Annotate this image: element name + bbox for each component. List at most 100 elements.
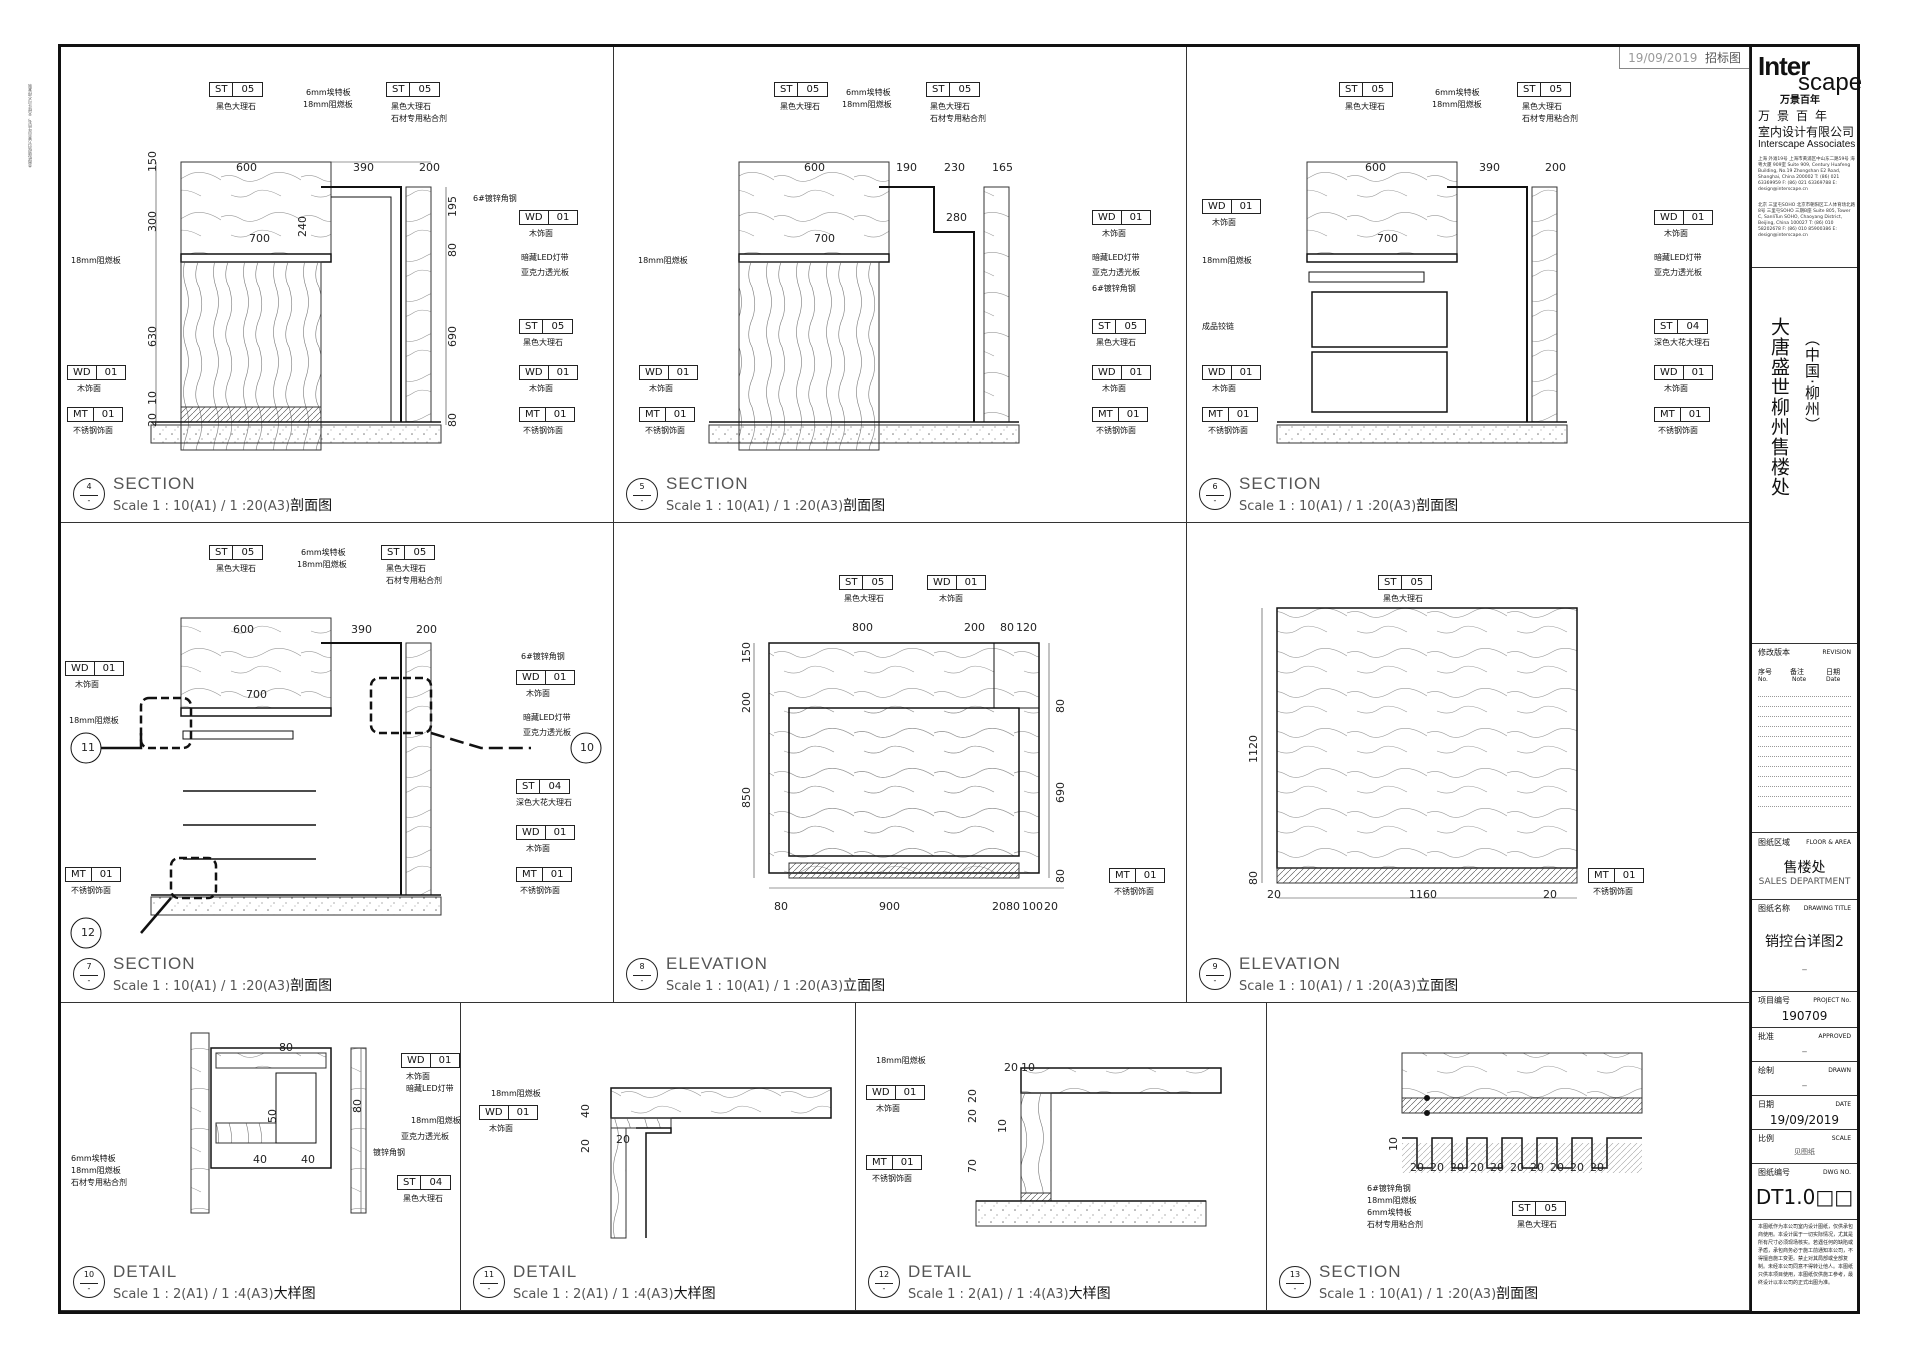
note-glue: 石材专用粘合剂 [386,576,442,585]
elevation-9-drawing [1261,607,1578,899]
callout-10[interactable]: 10 [580,741,594,754]
note-18mm: 18mm阻燃板 [297,560,347,569]
dim-b20: 20 [992,900,1006,913]
dim-600: 600 [804,161,825,174]
dim-v240: 240 [296,216,309,237]
dim-v850: 850 [740,787,753,808]
dim-b900: 900 [879,900,900,913]
dim-200: 200 [419,161,440,174]
dim-200: 200 [416,623,437,636]
dim-800: 800 [852,621,873,634]
dim-v195: 195 [446,196,459,217]
note-led: 暗藏LED灯带 [1092,253,1140,262]
dim-b1160: 1160 [1409,888,1437,901]
callout-11[interactable]: 11 [81,741,95,754]
note-wd01-r: 木饰面 [1102,229,1126,238]
note-wd01-l: 木饰面 [1212,218,1236,227]
note-mt01: 不锈钢饰面 [645,426,685,435]
dim-v20: 20 [146,413,159,427]
dim-v690: 690 [446,326,459,347]
logo-inter: Inter [1758,51,1810,81]
dim-b80: 80 [774,900,788,913]
callout-12[interactable]: 12 [81,926,95,939]
note-st05: 黑色大理石 [216,564,256,573]
note-18mm: 18mm阻燃板 [491,1089,541,1098]
note-glue: 石材专用粘合剂 [391,114,447,123]
dim-200: 200 [964,621,985,634]
dim-v10: 10 [146,391,159,405]
note-18mm: 18mm阻燃板 [71,1166,121,1175]
dim-20-9: 20 [1590,1161,1604,1174]
project-no-label-en: PROJECT No. [1813,997,1851,1004]
note-wd01-r2: 木饰面 [529,384,553,393]
dim-20: 20 [616,1133,630,1146]
date-value: 19/09/2019 [1769,1113,1840,1127]
drawing-title-dash: _ [1802,961,1807,971]
dim-v20: 20 [579,1139,592,1153]
note-mt01: 不锈钢饰面 [73,426,113,435]
dim-v300: 300 [146,211,159,232]
note-glue: 石材专用粘合剂 [71,1178,127,1187]
dim-20-3: 20 [1470,1161,1484,1174]
date-label-en: DATE [1835,1101,1851,1108]
note-led: 暗藏LED灯带 [523,713,571,722]
note-wd01: 木饰面 [939,594,963,603]
logo-scape: scape [1798,69,1863,96]
note-wd01: 木饰面 [77,384,101,393]
dim-230: 230 [944,161,965,174]
note-6mm: 6mm埃特板 [301,548,346,557]
note-wd01-r: 木饰面 [1664,229,1688,238]
dim-20-8: 20 [1570,1161,1584,1174]
footnote: 本图纸作为本公司室内设计图纸，仅供承包商使用。本设计属于一切实际情况，尤其是所有… [1758,1224,1854,1286]
note-18mm: 18mm阻燃板 [876,1056,926,1065]
rev-col-date: 日期 [1826,668,1840,676]
rev-col-note-en: Note [1792,676,1807,683]
drawn-label-en: DRAWN [1828,1067,1851,1074]
note-st05: 黑色大理石 [1345,102,1385,111]
note-glue: 石材专用粘合剂 [1522,114,1578,123]
note-glue: 石材专用粘合剂 [930,114,986,123]
dim-200: 200 [1545,161,1566,174]
dim-700: 700 [249,232,270,245]
dim-20-6: 20 [1530,1161,1544,1174]
company-cn1: 万景百年 [1758,109,1835,123]
note-6mm: 6mm埃特板 [1435,88,1480,97]
panel-section-13: 10 20 20 20 20 20 20 20 20 20 20 6#镀锌角钢 … [1267,1003,1750,1311]
dim-390: 390 [351,623,372,636]
note-wd01-r2: 木饰面 [1102,384,1126,393]
note-steel: 6#镀锌角钢 [521,652,565,661]
note-st05-b: 黑色大理石 [1522,102,1562,111]
dim-20-0: 20 [1410,1161,1424,1174]
rev-col-no-en: No. [1758,676,1768,683]
note-18mm-r: 18mm阻燃板 [411,1116,461,1125]
project-no-label: 项目编号 [1758,996,1790,1005]
address-beijing: 北京 三里屯SOHO 北京市朝阳区工人体育场北路8号 三里屯SOHO 三期B座 … [1758,203,1856,238]
note-6mm: 6mm埃特板 [846,88,891,97]
section-5-drawing [708,161,1020,451]
dim-120: 120 [1016,621,1037,634]
note-6mm: 6mm埃特板 [1367,1208,1412,1217]
note-18mm: 18mm阻燃板 [842,100,892,109]
